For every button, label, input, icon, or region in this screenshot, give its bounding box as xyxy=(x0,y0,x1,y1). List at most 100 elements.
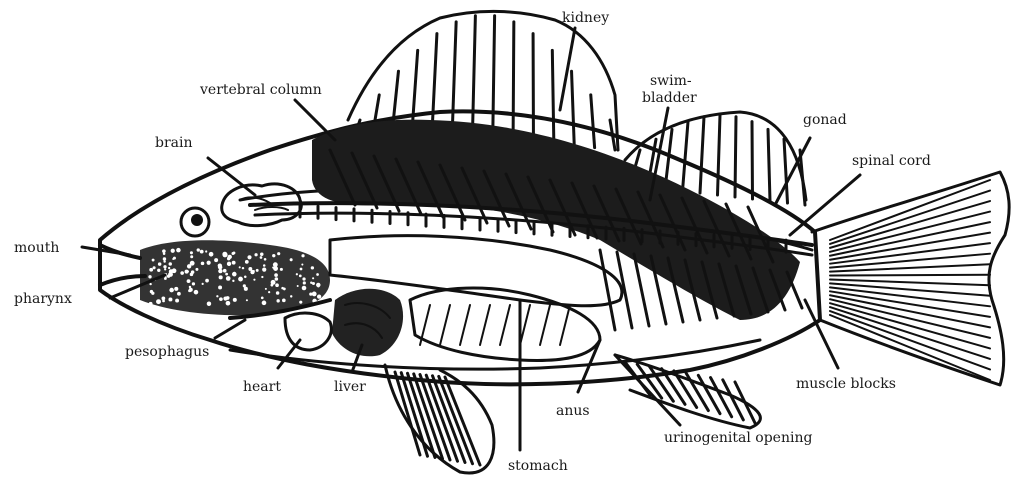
tail-fin-ray xyxy=(830,275,990,276)
stipple-dot xyxy=(233,298,237,302)
stipple-dot xyxy=(297,285,299,287)
caudal-fin xyxy=(812,172,1009,385)
dorsal-fin-ray xyxy=(493,16,495,140)
label-mouth: mouth xyxy=(14,240,59,256)
stipple-dot xyxy=(302,286,307,291)
tail-fin-ray xyxy=(830,295,990,327)
label-kidney: kidney xyxy=(562,10,609,26)
stipple-dot xyxy=(290,258,293,261)
stipple-dot xyxy=(253,279,255,281)
stipple-dot xyxy=(226,301,231,306)
stipple-dot xyxy=(227,296,229,298)
eye xyxy=(181,208,209,236)
stipple-dot xyxy=(218,269,222,273)
stipple-dot xyxy=(311,266,314,269)
stipple-dot xyxy=(201,262,205,266)
stipple-dot xyxy=(163,257,166,260)
stipple-dot xyxy=(226,276,231,281)
stipple-dot xyxy=(176,248,181,253)
stipple-dot xyxy=(209,252,214,257)
anal-fin-ray xyxy=(735,382,755,423)
stipple-dot xyxy=(248,267,252,271)
stipple-dot xyxy=(265,288,267,290)
stipple-dot xyxy=(268,291,270,293)
stipple-dot xyxy=(296,273,298,275)
stipple-dot xyxy=(223,296,227,300)
soft-dorsal-fin-ray xyxy=(768,129,770,201)
anal-fin-ray xyxy=(686,373,708,410)
label-gonad: gonad xyxy=(803,112,847,128)
stipple-dot xyxy=(232,280,234,282)
stipple-dot xyxy=(156,299,161,304)
stipple-dot xyxy=(163,265,166,268)
stipple-dot xyxy=(312,292,317,297)
stipple-dot xyxy=(218,265,222,269)
intestine-lines xyxy=(420,305,570,345)
stipple-dot xyxy=(317,295,321,299)
stipple-dot xyxy=(223,269,227,273)
stipple-dot xyxy=(290,295,292,297)
dorsal-fin-ray xyxy=(591,95,595,148)
label-spinal-cord: spinal cord xyxy=(852,153,931,169)
stipple-dot xyxy=(276,291,280,295)
stipple-dot xyxy=(256,269,259,272)
stipple-dot xyxy=(319,250,321,252)
stipple-dot xyxy=(169,262,172,265)
anal-fin-ray xyxy=(711,378,732,417)
stipple-dot xyxy=(151,292,154,295)
tail-fin-ray xyxy=(830,315,990,380)
stipple-dot xyxy=(187,279,191,283)
gut-line xyxy=(480,305,490,345)
stipple-dot xyxy=(219,275,223,279)
stipple-dot xyxy=(227,257,230,260)
anal-fin-ray xyxy=(698,375,720,413)
stipple-dot xyxy=(197,248,200,251)
label-vertebral-column: vertebral column xyxy=(199,82,322,98)
stipple-dot xyxy=(246,299,248,301)
stipple-dot xyxy=(242,267,244,269)
stipple-dot xyxy=(171,249,175,253)
stipple-dot xyxy=(244,287,248,291)
stipple-dot xyxy=(302,277,305,280)
stipple-dot xyxy=(190,255,193,258)
gut-line xyxy=(540,305,550,345)
stipple-dot xyxy=(316,273,319,276)
stipple-dot xyxy=(239,266,241,268)
dorsal-fin-ray xyxy=(472,16,475,140)
stipple-dot xyxy=(260,256,263,259)
gut-line xyxy=(560,305,570,345)
stipple-dot xyxy=(187,265,190,268)
leader-muscle-blocks xyxy=(805,300,838,368)
stipple-dot xyxy=(149,302,153,306)
anal-fin-ray xyxy=(674,371,697,408)
soft-dorsal-fin-ray xyxy=(718,115,721,195)
stipple-dot xyxy=(272,267,274,269)
stipple-dot xyxy=(189,288,193,292)
stipple-dot xyxy=(310,282,312,284)
stipple-dot xyxy=(263,264,266,267)
stipple-dot xyxy=(157,269,160,272)
gut-line xyxy=(500,305,510,345)
gut-line xyxy=(460,305,470,345)
stipple-dot xyxy=(163,252,166,255)
stipple-dot xyxy=(153,266,156,269)
stipple-dot xyxy=(280,268,283,271)
stipple-dot xyxy=(260,252,263,255)
gut-line xyxy=(440,305,450,345)
stipple-dot xyxy=(275,283,279,287)
stipple-dot xyxy=(158,262,161,265)
stipple-dot xyxy=(148,275,151,278)
stipple-dot xyxy=(299,301,302,304)
stipple-dot xyxy=(276,299,279,302)
stipple-dot xyxy=(207,261,211,265)
stipple-dot xyxy=(254,253,257,256)
stipple-dot xyxy=(187,270,189,272)
stipple-dot xyxy=(191,270,195,274)
stipple-dot xyxy=(190,261,195,266)
stipple-dot xyxy=(271,280,276,285)
stipple-dot xyxy=(300,268,303,271)
stipple-dot xyxy=(219,297,223,301)
label-stomach: stomach xyxy=(508,458,568,474)
dorsal-fin-ray xyxy=(552,50,554,143)
stipple-dot xyxy=(162,249,166,253)
